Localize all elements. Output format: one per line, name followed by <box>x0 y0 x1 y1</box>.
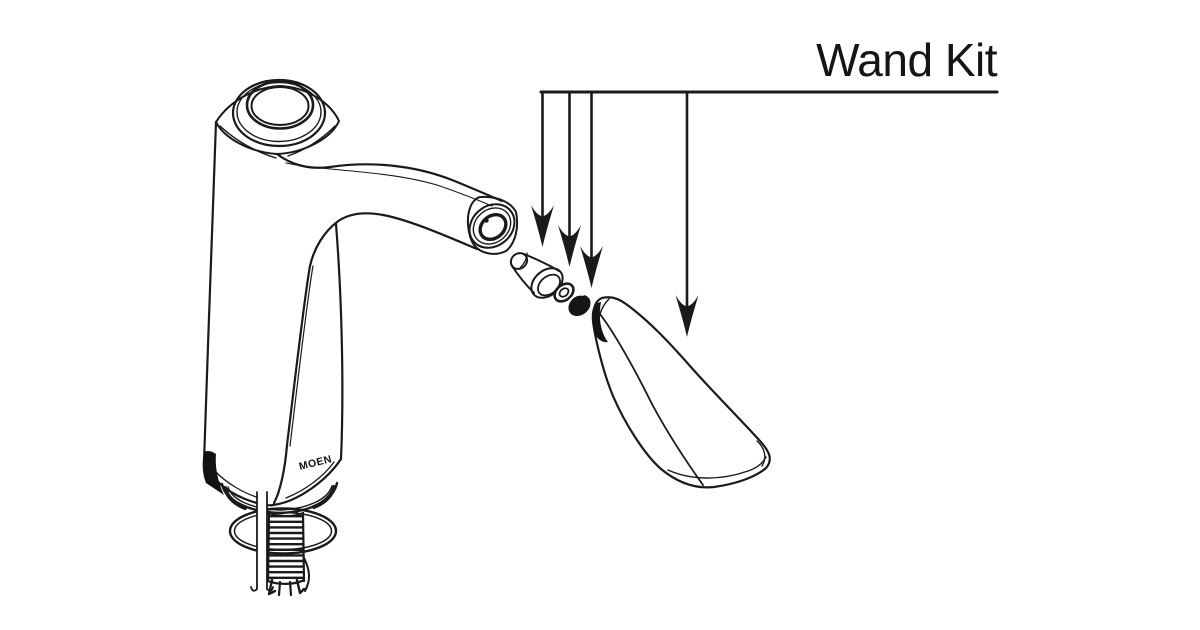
shank-right-side <box>301 511 306 583</box>
wand-outline <box>591 296 771 489</box>
wand-kit-label: Wand Kit <box>816 34 997 86</box>
supply-tube <box>250 491 274 592</box>
flange-shade-right <box>312 485 336 509</box>
arrow-wand <box>675 90 699 337</box>
arrow-washer-head <box>558 225 581 267</box>
spout-underside <box>272 212 479 505</box>
supply-tube-foot-right <box>266 586 274 592</box>
spout-end-face <box>466 195 519 255</box>
flange-shade-left <box>223 486 247 510</box>
spout-opening <box>466 195 519 255</box>
gasket-body <box>568 294 591 317</box>
gasket-highlight <box>569 293 584 301</box>
spout-ring-outer <box>468 203 516 249</box>
body-left-edge <box>202 120 218 464</box>
flange-inner-arc <box>227 485 333 511</box>
arrow-wand-head <box>675 295 699 337</box>
washer-hole <box>558 287 570 298</box>
supply-tube-foot-left <box>250 586 258 592</box>
spout-crease-highlight <box>289 265 314 447</box>
shank-hook <box>303 557 310 592</box>
shank-tab-2 <box>277 580 282 597</box>
washer-part <box>553 282 575 303</box>
body-shadow-wedge <box>202 450 224 495</box>
arrow-gasket-head <box>580 246 603 288</box>
wand-part <box>591 296 771 489</box>
spout-top-highlight <box>285 162 493 207</box>
arrow-washer <box>558 90 581 267</box>
shank-left-side <box>266 511 271 583</box>
faucet-body: MOEN <box>202 120 344 507</box>
base-o-ring-outer <box>228 507 338 555</box>
top-face-bevel-left <box>219 125 277 159</box>
faucet-spout <box>272 152 504 505</box>
cap-opening-inner <box>250 86 310 126</box>
wand-inlet-crescent <box>592 302 608 343</box>
cap-flange-outer <box>231 78 327 148</box>
base-o-ring-inner <box>233 511 333 551</box>
shank-tab-1 <box>267 578 277 596</box>
cap-opening-outer <box>245 80 315 130</box>
top-face-bevel-right <box>287 125 336 157</box>
washer-outer <box>553 282 575 303</box>
wand-kit-callout <box>531 90 999 337</box>
wand-kit-parts <box>509 252 771 489</box>
spout-bore-dot <box>484 218 489 223</box>
base-o-ring <box>228 507 338 555</box>
body-right-edge <box>334 222 344 461</box>
faucet-top-face <box>215 85 340 159</box>
aerator-neck <box>519 252 528 269</box>
faucet-illustration: MOEN <box>202 78 519 597</box>
shank-tab-4 <box>295 578 306 595</box>
gasket-part <box>568 293 591 317</box>
spout-top-edge <box>275 152 504 203</box>
wand-seam <box>599 313 704 486</box>
spout-ring-mid <box>472 207 512 245</box>
arrow-aerator <box>531 90 554 247</box>
arrow-aerator-head <box>531 205 554 247</box>
arrow-gasket <box>580 90 603 288</box>
aerator-part <box>509 252 564 299</box>
wand-bottom-rim <box>667 456 767 479</box>
faucet-cap <box>231 78 327 148</box>
supply-tube-body <box>257 492 267 589</box>
wand-end-cap <box>756 440 766 467</box>
body-bottom-rim-right <box>285 461 335 499</box>
shank-tab-3 <box>288 580 293 597</box>
